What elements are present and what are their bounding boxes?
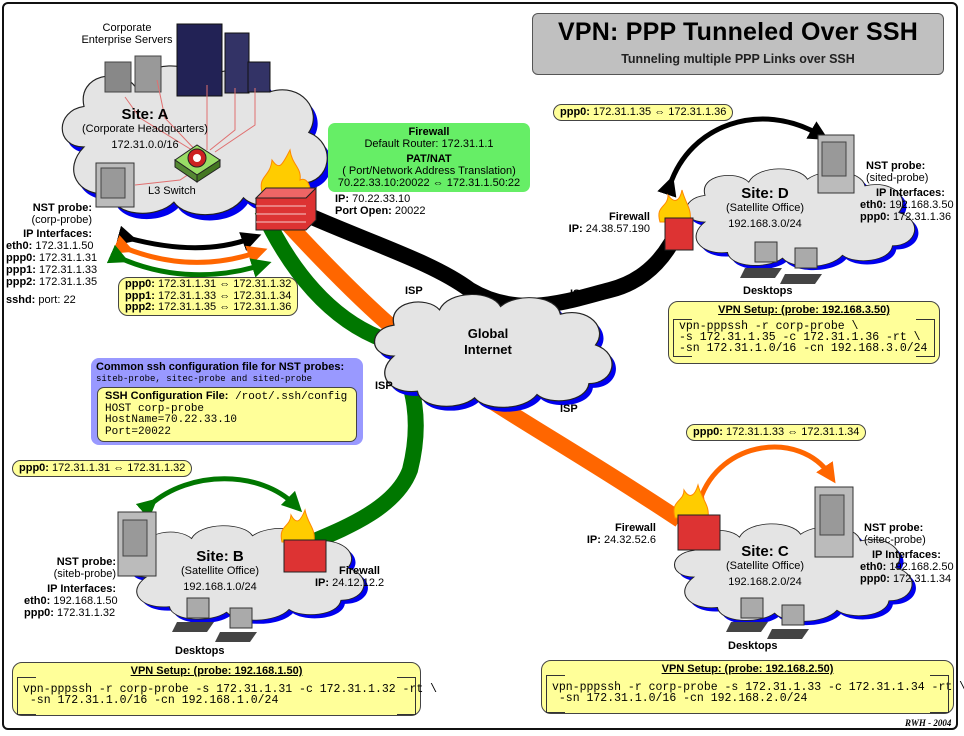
l3-switch-label: L3 Switch (148, 185, 196, 197)
site-a-desc: (Corporate Headquarters) (82, 123, 208, 135)
site-d-firewall (658, 189, 694, 251)
hq-firewall-info: Firewall Default Router: 172.31.1.1 PAT/… (328, 123, 530, 192)
page-title: VPN: PPP Tunneled Over SSH (558, 18, 918, 46)
site-b-vpn-setup: VPN Setup: (probe: 192.168.1.50) vpn-ppp… (12, 662, 437, 716)
site-b-arrow (135, 476, 303, 520)
l3-switch (174, 144, 221, 183)
site-b-desktops-label: Desktops (175, 645, 225, 657)
link-row: ppp2: 172.31.1.35 ⇔ 172.31.1.36 (125, 301, 292, 313)
site-d-desktops (740, 241, 822, 284)
site-c-arrow (687, 444, 836, 513)
isp-label: ISP (560, 403, 578, 415)
site-c-vpn-setup: VPN Setup: (probe: 192.168.2.50) vpn-ppp… (541, 660, 964, 714)
site-c-firewall (673, 483, 721, 551)
site-d-arrow (657, 116, 829, 198)
siteb-probe-info: NST probe: (siteb-probe) IP Interfaces: … (24, 556, 118, 619)
hq-links-label: ppp0: 172.31.1.31 ⇔ 172.31.1.32 ppp1: 17… (118, 277, 299, 316)
site-b-firewall-info: Firewall IP: 24.12.12.2 (315, 565, 385, 589)
site-a-network: 172.31.0.0/16 (111, 139, 179, 151)
title-box: VPN: PPP Tunneled Over SSH Tunneling mul… (532, 13, 944, 75)
site-b-desktops (172, 597, 257, 642)
isp-label: ISP (570, 288, 588, 300)
isp-label: ISP (375, 380, 393, 392)
ssh-config-box: Common ssh configuration file for NST pr… (91, 358, 363, 445)
sited-probe-info: NST probe: (sited-probe) IP Interfaces: … (860, 160, 954, 223)
enterprise-servers-label: Corporate Enterprise Servers (81, 22, 173, 46)
site-d-desktops-label: Desktops (743, 285, 793, 297)
site-a-info: Site: A (Corporate Headquarters) 172.31.… (70, 106, 220, 151)
site-c-link-label: ppp0: 172.31.1.33 ⇔ 172.31.1.34 (686, 424, 867, 441)
sitec-probe-server (814, 486, 854, 558)
hq-arrow-ppp0 (106, 244, 272, 278)
site-b-link-label: ppp0: 172.31.1.31 ⇔ 172.31.1.32 (12, 460, 193, 477)
isp-label: ISP (405, 285, 423, 297)
iface-row: ppp0: 172.31.1.31 (6, 252, 98, 264)
internet-label: Global Internet (464, 326, 512, 357)
ssh-config-heading: Common ssh configuration file for NST pr… (96, 361, 345, 373)
site-d-vpn-setup: VPN Setup: (probe: 192.168.3.50) vpn-ppp… (668, 301, 940, 364)
site-d-firewall-info: Firewall IP: 24.38.57.190 (568, 211, 650, 235)
sited-probe-server (817, 134, 855, 194)
site-c-desktops (726, 597, 809, 639)
hq-firewall (254, 148, 318, 231)
enterprise-servers (104, 23, 271, 97)
iface-row: ppp1: 172.31.1.33 (6, 264, 98, 276)
link-row: ppp0: 172.31.1.31 ⇔ 172.31.1.32 (125, 278, 292, 290)
site-c-desktops-label: Desktops (728, 640, 778, 652)
site-c-firewall-info: Firewall IP: 24.32.52.6 (586, 522, 656, 546)
site-b-firewall (280, 508, 327, 573)
siteb-probe-server (117, 511, 157, 577)
author-credit: RWH - 2004 (905, 718, 952, 728)
hq-firewall-ip: IP: 70.22.33.10 Port Open: 20022 (335, 193, 426, 217)
corp-probe-info: NST probe: (corp-probe) IP Interfaces: e… (6, 202, 98, 306)
ssh-config-probes: siteb-probe, sitec-probe and sited-probe (96, 374, 313, 384)
hq-arrow-ppp2 (115, 225, 262, 251)
site-a-name: Site: A (121, 106, 169, 123)
site-b-info: Site: B (Satellite Office) 192.168.1.0/2… (180, 548, 260, 593)
site-c-info: Site: C (Satellite Office) 192.168.2.0/2… (725, 543, 805, 588)
sshd-row: sshd: port: 22 (6, 294, 76, 306)
iface-row: ppp2: 172.31.1.35 (6, 276, 98, 288)
site-d-info: Site: D (Satellite Office) 192.168.3.0/2… (725, 185, 805, 230)
corp-probe-server (95, 162, 135, 208)
iface-row: eth0: 172.31.1.50 (6, 240, 94, 252)
sitec-probe-info: NST probe: (sitec-probe) IP Interfaces: … (860, 522, 954, 585)
site-d-link-label: ppp0: 172.31.1.35 ⇔ 172.31.1.36 (553, 104, 734, 121)
page-subtitle: Tunneling multiple PPP Links over SSH (621, 52, 855, 66)
ssh-config-file: SSH Configuration File: /root/.ssh/confi… (97, 387, 357, 442)
link-row: ppp1: 172.31.1.33 ⇔ 172.31.1.34 (125, 289, 292, 302)
